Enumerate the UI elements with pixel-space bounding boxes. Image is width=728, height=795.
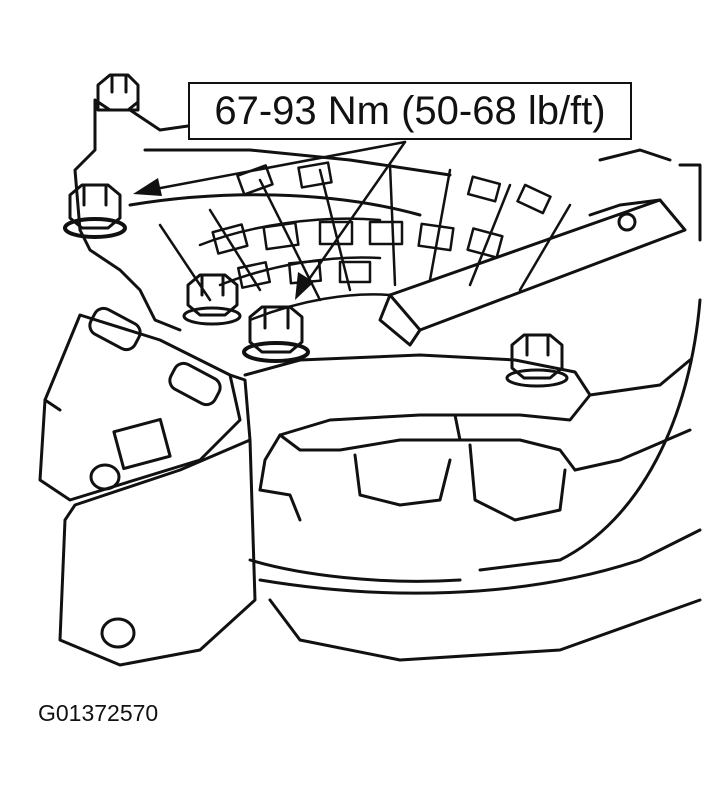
bolt-left	[63, 183, 127, 239]
mount-arm	[243, 353, 692, 522]
torque-spec-label: 67-93 Nm (50-68 lb/ft)	[214, 88, 606, 133]
arrowheads	[133, 178, 314, 300]
bolt-right	[505, 333, 569, 388]
bolt-torqued	[242, 305, 310, 363]
transmission-housing	[73, 98, 702, 662]
mount-bracket	[38, 306, 257, 667]
bolt-center	[182, 273, 242, 326]
torque-spec-callout: 67-93 Nm (50-68 lb/ft)	[188, 82, 632, 140]
leader-lines	[148, 140, 407, 287]
figure-id-label: G01372570	[38, 700, 159, 726]
support-bar	[378, 198, 687, 347]
bolt-top-left	[96, 73, 140, 112]
